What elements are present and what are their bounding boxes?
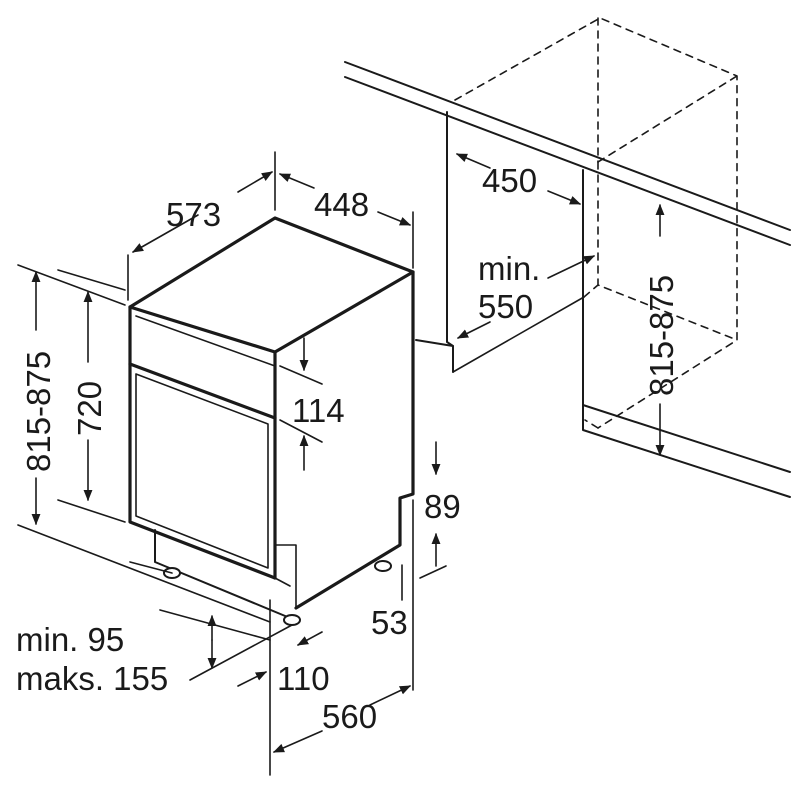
door-panel [135, 373, 269, 569]
left-cabinet-base [415, 339, 454, 347]
ext-line [129, 561, 173, 574]
countertop-top-edge [344, 61, 791, 231]
dim-plinth-height: min. 95 maks. 155 [16, 614, 217, 697]
dim-total-depth: 560 [272, 685, 412, 753]
niche-depth-prefix: min. [478, 250, 540, 287]
dim-appliance-depth: 573 [132, 171, 273, 253]
niche-hidden-front-link [584, 419, 599, 429]
appliance-width-label: 448 [314, 186, 369, 223]
foot-rear-right [374, 560, 392, 572]
extension-lines [17, 151, 414, 776]
plinth-link [274, 577, 291, 587]
niche-hidden-back [454, 17, 738, 429]
appliance-right-side [294, 270, 415, 610]
foot-setback-label: 110 [277, 660, 330, 697]
arrow [297, 631, 323, 646]
niche-depth-label: 550 [478, 288, 533, 325]
arrow [369, 685, 412, 706]
niche-height-label: 815-875 [643, 275, 680, 396]
appliance-top [128, 216, 415, 354]
arrow [377, 211, 412, 226]
plinth-recess-label: 89 [424, 488, 461, 525]
dim-appliance-height: 720 [71, 290, 108, 502]
niche-hidden-top-right [597, 75, 738, 163]
ext-line [419, 565, 447, 579]
appliance-depth-label: 573 [166, 196, 221, 233]
dim-panel-height: 114 [279, 337, 345, 471]
foot-front-right [283, 614, 301, 626]
arrow [237, 171, 273, 193]
dim-plinth-offset: 53 [371, 564, 408, 641]
arrow [456, 321, 491, 339]
arrow [547, 190, 582, 205]
arrow [455, 153, 491, 169]
arrow [278, 173, 315, 189]
ext-line [159, 609, 271, 641]
plinth-height-max-label: maks. 155 [16, 660, 168, 697]
dim-foot-setback: 110 [237, 631, 330, 697]
side-step [274, 544, 297, 609]
dim-niche-width: 450 [455, 153, 582, 205]
right-cabinet-plinth [582, 404, 791, 473]
panel-height-label: 114 [292, 392, 345, 429]
plinth-height-min-label: min. 95 [16, 621, 124, 658]
appliance-height-range-label: 815-875 [20, 351, 57, 472]
plinth-base [154, 529, 291, 619]
control-panel-top-edge [135, 315, 276, 367]
control-panel-bottom-edge [128, 362, 277, 420]
ext-line [189, 624, 293, 681]
niche-width-label: 450 [482, 162, 537, 199]
ext-line [279, 419, 323, 443]
total-depth-label: 560 [322, 698, 377, 735]
dishwasher-body [128, 216, 415, 626]
niche-hidden-floor-link [583, 284, 599, 298]
appliance-height-label: 720 [71, 381, 108, 436]
ext-line [57, 499, 126, 523]
arrow [237, 671, 268, 687]
dim-appliance-height-range: 815-875 [20, 270, 57, 526]
arrow [547, 255, 596, 279]
ext-line [57, 269, 126, 291]
dim-plinth-recess: 89 [419, 441, 461, 579]
arrow [132, 214, 199, 253]
plinth-offset-label: 53 [371, 604, 408, 641]
ext-line [279, 365, 323, 385]
ext-line [17, 524, 271, 623]
dim-appliance-width: 448 [278, 173, 412, 226]
niche-floor-left-edge [452, 296, 585, 373]
dim-niche-depth: min. 550 [456, 250, 596, 339]
left-cabinet-side [446, 111, 454, 373]
arrow [272, 730, 323, 753]
appliance-front-left [128, 305, 277, 580]
countertop-bottom-edge [344, 76, 791, 246]
dim-niche-height: 815-875 [643, 203, 680, 457]
